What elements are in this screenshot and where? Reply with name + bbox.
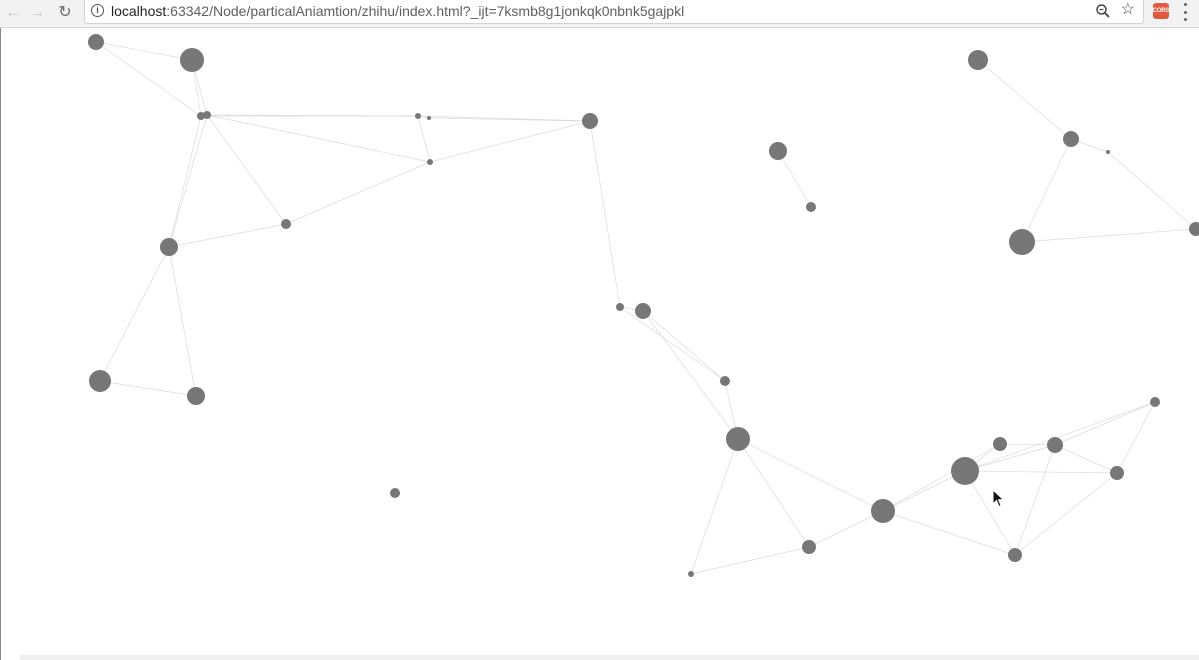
particle-link [964,470,1016,556]
particle-link [1107,151,1197,230]
particle-dot [160,238,178,256]
particle-dot [187,387,205,405]
page-viewport [0,28,1199,660]
particle-dot [582,113,598,129]
particle-dot [635,303,651,319]
particle-dot [89,370,111,392]
particle-link [1054,401,1156,446]
particle-dot [871,499,895,523]
cors-extension-icon[interactable]: CORS [1153,3,1169,19]
url-text[interactable]: localhost:63342/Node/particalAniamtion/z… [111,3,684,19]
particle-link [168,223,287,248]
particle-link [1054,444,1118,474]
arrow-right-icon: → [29,4,45,21]
particle-dot [281,219,291,229]
browser-menu-icon[interactable] [1183,3,1187,21]
particle-link [168,114,208,248]
particle-dot [1110,466,1124,480]
particle-link [168,115,202,248]
reload-button[interactable]: ↻ [54,2,76,24]
particle-dot [427,116,431,120]
extension-label: CORS [1152,8,1170,14]
particle-link [429,120,591,163]
particle-link [1014,444,1056,556]
particle-link [690,546,810,575]
particle-link [690,438,739,575]
url-path: :63342/Node/particalAniamtion/zhihu/inde… [166,3,685,19]
particle-link [1021,138,1072,243]
particle-link [964,470,1118,474]
bookmark-star-icon[interactable]: ☆ [1120,1,1135,18]
particle-dot [1047,437,1063,453]
horizontal-scrollbar[interactable] [20,655,1199,660]
info-icon[interactable]: i [91,4,104,17]
particle-dot [993,437,1007,451]
particle-link [642,310,726,382]
particle-dot [951,457,979,485]
particle-link [808,510,884,548]
particle-dot [802,540,816,554]
address-bar[interactable]: i localhost:63342/Node/particalAniamtion… [84,0,1144,24]
particle-link [206,114,287,225]
particle-dot [1189,222,1199,236]
particle-dot [1106,150,1110,154]
particle-link [737,438,884,512]
particle-dot [616,303,624,311]
particle-link [882,510,1016,556]
forward-button[interactable]: → [26,2,48,24]
arrow-left-icon: ← [5,4,21,21]
particle-link [206,114,431,163]
particle-dot [1008,548,1022,562]
particle-dot [1009,229,1035,255]
zoom-icon[interactable] [1095,3,1111,19]
particle-link [882,470,966,512]
particle-dot [1063,131,1079,147]
url-host: localhost [111,3,167,19]
particle-dot [806,202,816,212]
particle-dot [88,34,104,50]
browser-toolbar: ← → ↻ i localhost:63342/Node/particalAni… [0,0,1199,28]
particle-link [99,380,197,397]
particle-link [95,41,193,61]
particle-link [99,246,170,382]
particle-link [1116,401,1156,474]
particle-link [964,401,1156,472]
particle-link [95,41,202,117]
particle-dot [968,50,988,70]
mouse-cursor-icon [992,489,1005,508]
particle-link [977,59,1072,140]
particle-link [417,115,591,122]
particle-dot [726,427,750,451]
particle-dot [720,376,730,386]
reload-icon: ↻ [58,4,72,21]
particle-dot [1150,397,1160,407]
particle-dot [688,571,694,577]
particle-dot [769,142,787,160]
particle-link [964,444,1056,472]
particle-link [285,161,431,225]
particle-dot [427,159,433,165]
particle-link [1021,228,1197,243]
particle-dot [415,113,421,119]
particle-link [737,438,810,548]
particle-dot [390,488,400,498]
particle-link [777,150,812,208]
particle-link [417,115,431,163]
particle-link [642,310,739,440]
back-button[interactable]: ← [2,2,24,24]
particle-link [882,443,1001,512]
particle-link [1014,472,1118,556]
particle-link [999,443,1056,446]
particle-dot [197,112,205,120]
particle-network-canvas[interactable] [1,28,1199,660]
particle-link [589,120,621,308]
particle-link [168,246,197,397]
particle-dot [203,111,211,119]
particle-link [619,306,726,382]
particle-dot [180,48,204,72]
